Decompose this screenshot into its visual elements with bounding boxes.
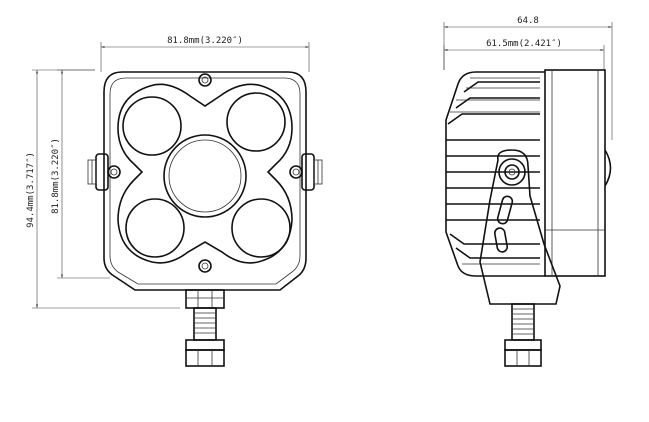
bracket-pivot <box>498 158 526 186</box>
side-lens-bulge <box>604 149 612 187</box>
front-view: 81.8mm(3.220″) 94.4mm(3.717″) 81.8mm(3.2… <box>26 36 323 367</box>
left-connector <box>87 153 109 191</box>
screw-right <box>289 165 303 179</box>
right-connector <box>301 153 323 191</box>
screw-bottom <box>198 259 212 273</box>
front-height-body-label: 81.8mm(3.220″) <box>51 138 61 214</box>
front-mount-bolt <box>185 289 225 367</box>
lens-bottom-right <box>231 198 291 258</box>
side-overall-width-label: 64.8 <box>517 16 539 26</box>
lens-bottom-left <box>125 198 185 258</box>
front-bezel <box>117 83 293 264</box>
front-housing-outline <box>103 71 307 291</box>
side-bracket <box>479 149 561 305</box>
lens-top-right <box>226 92 286 152</box>
front-height-body-dimension: 81.8mm(3.220″) <box>51 69 110 279</box>
side-body-width-label: 61.5mm(2.421″) <box>486 39 562 49</box>
side-front-box <box>544 69 606 277</box>
bracket-slot-upper <box>496 195 514 225</box>
lens-center <box>163 134 247 218</box>
side-body-width-dimension: 61.5mm(2.421″) <box>443 39 605 70</box>
screw-top <box>198 73 212 87</box>
front-height-total-label: 94.4mm(3.717″) <box>26 152 36 228</box>
bracket-slot-lower <box>493 227 509 253</box>
front-width-label: 81.8mm(3.220″) <box>167 36 243 46</box>
side-mount-bolt <box>504 303 542 367</box>
front-height-total-dimension: 94.4mm(3.717″) <box>26 69 180 309</box>
heat-sink-body <box>445 71 545 277</box>
lens-top-left <box>122 96 182 156</box>
side-view: 64.8 61.5mm(2.421″) <box>443 16 613 367</box>
screw-left <box>107 165 121 179</box>
front-width-dimension: 81.8mm(3.220″) <box>100 36 310 72</box>
